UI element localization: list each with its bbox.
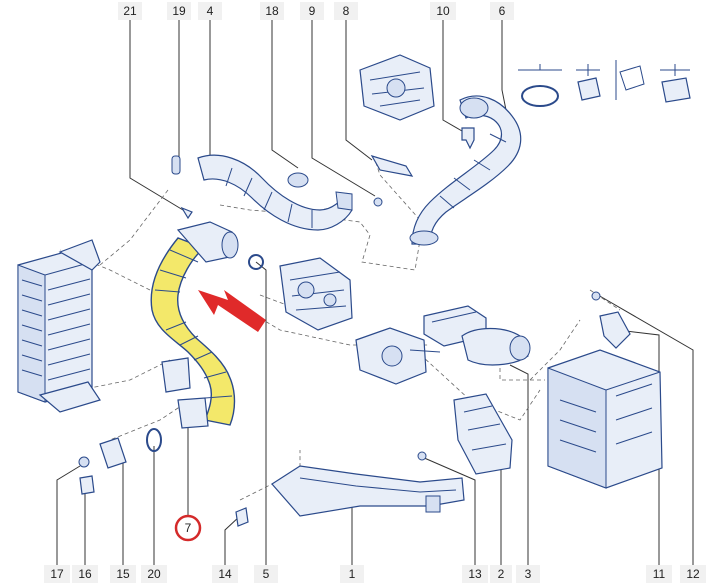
svg-text:21: 21	[123, 4, 137, 18]
small-fittings	[180, 127, 475, 270]
callout-14: 14	[212, 565, 238, 583]
egr-valve	[355, 327, 441, 385]
callout-15: 15	[110, 565, 136, 583]
svg-text:19: 19	[172, 4, 186, 18]
svg-text:6: 6	[499, 4, 506, 18]
callout-21: 21	[118, 2, 142, 20]
svg-text:7: 7	[185, 521, 192, 535]
svg-text:5: 5	[263, 567, 270, 581]
callout-17: 17	[44, 565, 70, 583]
callout-16: 16	[72, 565, 98, 583]
svg-text:4: 4	[207, 4, 214, 18]
callout-3: 3	[516, 565, 540, 583]
tool-inset-icons	[576, 60, 691, 103]
callout-13: 13	[462, 565, 488, 583]
svg-text:11: 11	[653, 567, 666, 581]
throttle-body-assembly	[279, 257, 353, 331]
svg-text:12: 12	[686, 567, 700, 581]
callout-11: 11	[646, 565, 672, 583]
callout-18: 18	[260, 2, 284, 20]
callout-6: 6	[490, 2, 514, 20]
airflow-meter	[461, 327, 531, 366]
engine-block-top	[359, 54, 435, 121]
svg-text:20: 20	[147, 567, 161, 581]
intercooler-radiator	[17, 239, 101, 413]
callout-12: 12	[680, 565, 706, 583]
callout-7-highlighted: 7	[174, 514, 202, 542]
red-pointer-arrow	[198, 290, 266, 332]
svg-text:9: 9	[309, 4, 316, 18]
callout-5: 5	[254, 565, 278, 583]
svg-text:14: 14	[218, 567, 232, 581]
callout-19: 19	[167, 2, 191, 20]
highlighted-charge-air-hose	[150, 221, 239, 429]
svg-text:17: 17	[50, 567, 64, 581]
svg-text:16: 16	[78, 567, 92, 581]
svg-text:13: 13	[468, 567, 482, 581]
callout-20: 20	[141, 565, 167, 583]
svg-text:18: 18	[265, 4, 279, 18]
resonator-bracket	[417, 393, 513, 475]
callout-4: 4	[198, 2, 222, 20]
svg-text:2: 2	[498, 567, 505, 581]
callout-8: 8	[334, 2, 358, 20]
seal-ring	[518, 64, 562, 107]
svg-text:1: 1	[349, 567, 356, 581]
callout-10: 10	[430, 2, 456, 20]
lower-air-guide	[271, 465, 465, 517]
svg-text:3: 3	[525, 567, 532, 581]
svg-text:8: 8	[343, 4, 350, 18]
air-intake-duct	[409, 95, 522, 246]
lower-fixings	[78, 428, 249, 527]
upper-charge-air-hose	[171, 154, 353, 231]
svg-text:15: 15	[116, 567, 130, 581]
callout-2: 2	[490, 565, 512, 583]
callout-1: 1	[340, 565, 364, 583]
callout-9: 9	[300, 2, 324, 20]
leader-lines	[56, 20, 694, 565]
svg-text:10: 10	[436, 4, 450, 18]
air-filter-housing	[547, 291, 663, 489]
